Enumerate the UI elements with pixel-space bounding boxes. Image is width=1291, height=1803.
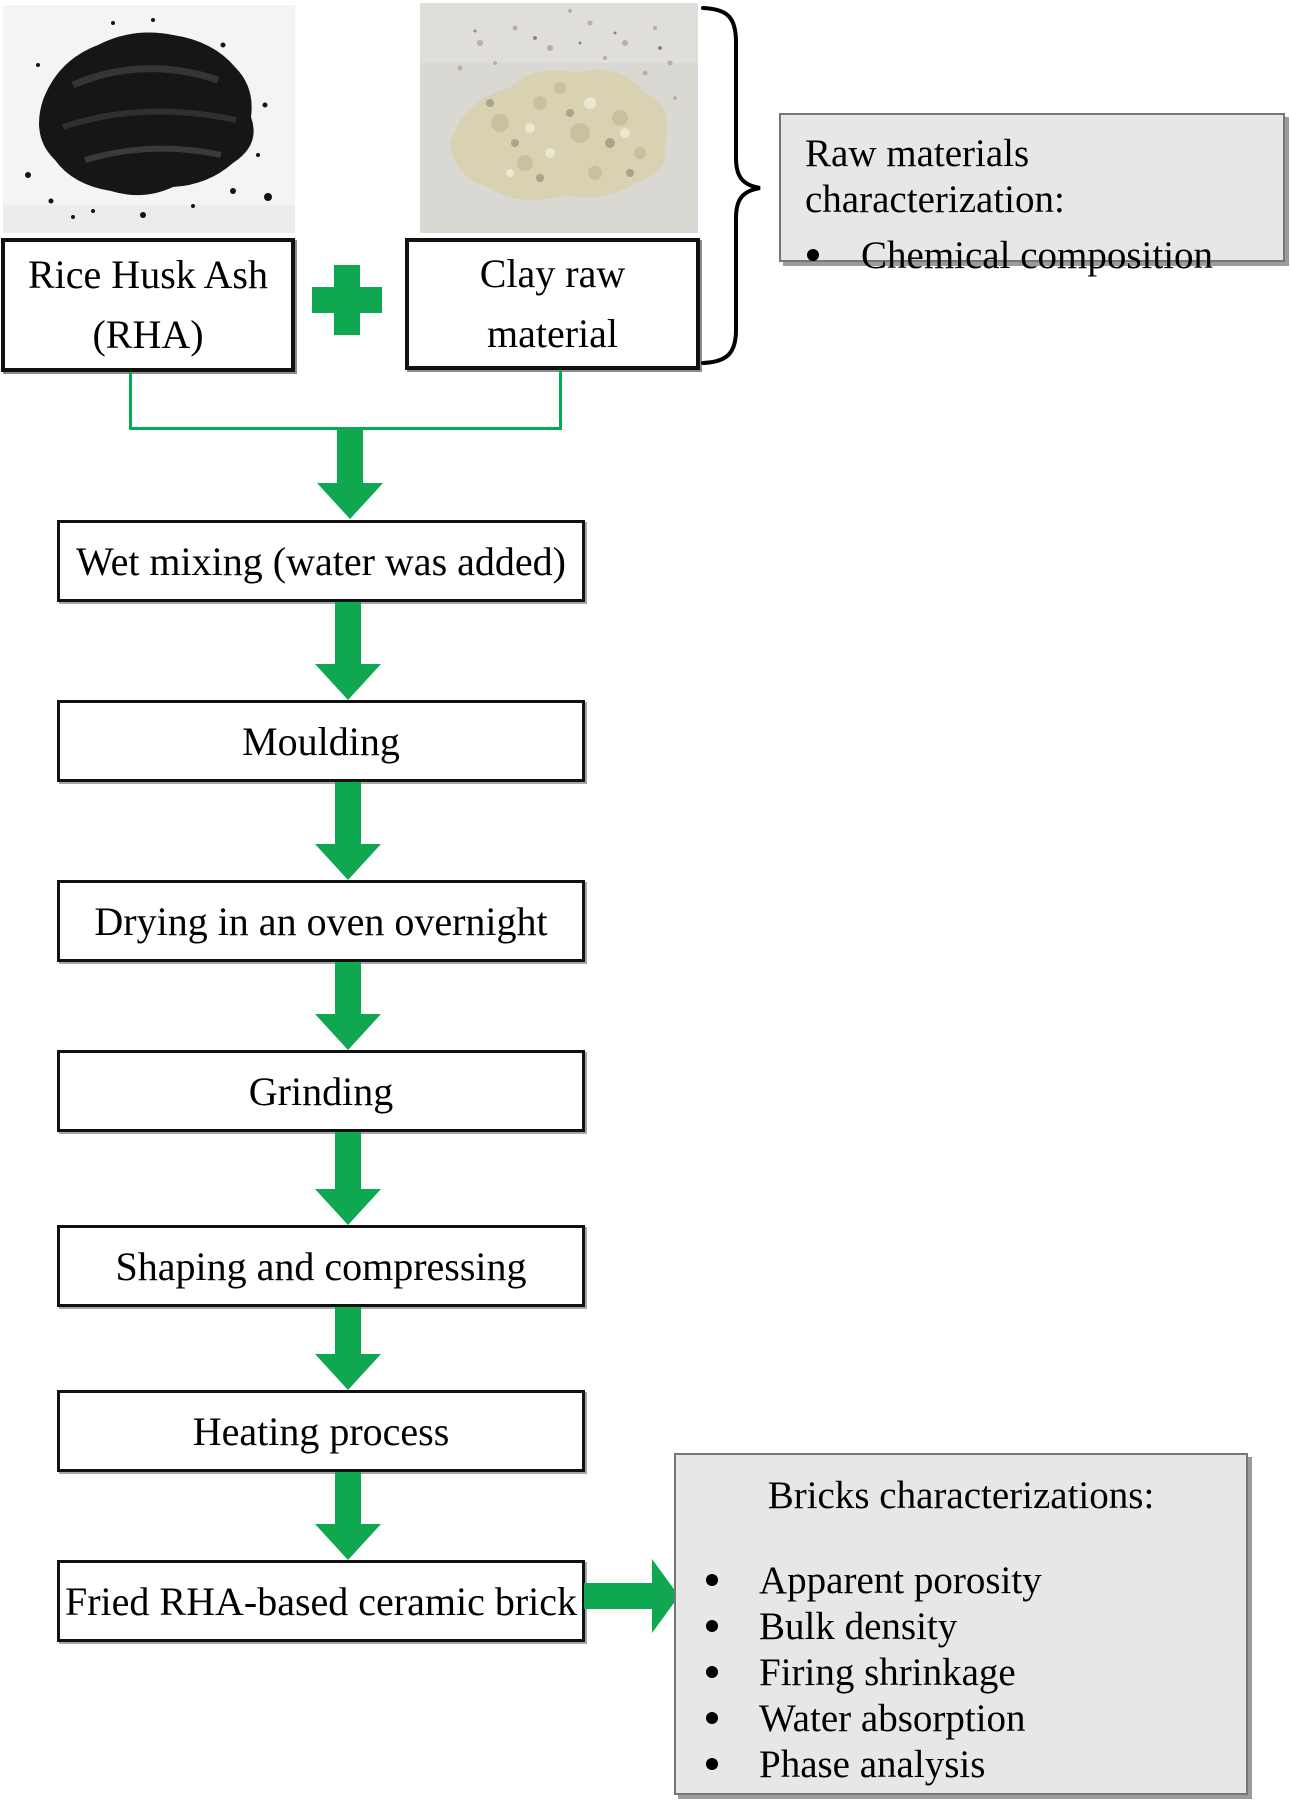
bullet-item: Apparent porosity: [706, 1557, 1246, 1603]
process-step-box: Wet mixing (water was added): [57, 520, 585, 602]
clay-connector-line: [559, 370, 562, 428]
bricks-characterization-panel: Bricks characterizations: Apparent poros…: [674, 1453, 1248, 1795]
bullet-dot-icon: [807, 249, 819, 261]
bullet-dot-icon: [706, 1712, 718, 1724]
process-step-label: Fried RHA-based ceramic brick: [64, 1578, 578, 1624]
rha-label-line1: Rice Husk Ash: [28, 252, 268, 297]
clay-label-line2: material: [486, 311, 619, 356]
process-step-label: Grinding: [248, 1068, 394, 1114]
bullet-label: Firing shrinkage: [759, 1650, 1016, 1694]
down-arrow-icon: [315, 1472, 381, 1560]
process-step-box: Shaping and compressing: [57, 1225, 585, 1307]
process-step-label: Moulding: [242, 718, 400, 764]
clay-photo: [420, 3, 698, 233]
process-step-box: Moulding: [57, 700, 585, 782]
bullet-dot-icon: [706, 1758, 718, 1770]
rha-label-line2: (RHA): [92, 312, 204, 357]
process-step-label: Drying in an oven overnight: [94, 898, 548, 944]
rha-photo: [3, 5, 295, 233]
bullet-item: Chemical composition: [807, 231, 1283, 279]
process-step-box: Grinding: [57, 1050, 585, 1132]
down-arrow-icon: [315, 782, 381, 880]
down-arrow-icon: [315, 1132, 381, 1225]
bullet-item: Firing shrinkage: [706, 1649, 1246, 1695]
process-step-label: Wet mixing (water was added): [76, 538, 566, 584]
bullet-dot-icon: [706, 1666, 718, 1678]
raw-characterization-title: Raw materials characterization:: [805, 132, 1065, 221]
clay-label-line1: Clay raw: [479, 251, 626, 296]
bullet-item: Phase analysis: [706, 1741, 1246, 1787]
rha-label-box: Rice Husk Ash (RHA): [1, 238, 295, 372]
brace-connector-icon: [701, 6, 761, 365]
process-step-box: Drying in an oven overnight: [57, 880, 585, 962]
raw-characterization-bullets: Chemical composition: [781, 231, 1283, 279]
bullet-label: Apparent porosity: [759, 1558, 1042, 1602]
bullet-item: Water absorption: [706, 1695, 1246, 1741]
clay-label-box: Clay raw material: [405, 238, 700, 370]
down-arrow-icon: [315, 1307, 381, 1390]
down-arrow-icon: [315, 962, 381, 1050]
bullet-label: Bulk density: [759, 1604, 958, 1648]
process-step-box: Heating process: [57, 1390, 585, 1472]
bricks-characterization-title: Bricks characterizations:: [767, 1474, 1155, 1517]
process-step-box: Fried RHA-based ceramic brick: [57, 1560, 585, 1642]
bullet-label: Phase analysis: [759, 1742, 986, 1786]
bullet-dot-icon: [706, 1574, 718, 1586]
down-arrow-icon: [317, 427, 383, 519]
down-arrow-icon: [315, 602, 381, 700]
plus-icon: [312, 265, 382, 335]
rha-connector-line: [129, 372, 132, 428]
process-step-label: Shaping and compressing: [115, 1243, 527, 1289]
bullet-dot-icon: [706, 1620, 718, 1632]
bullet-item: Bulk density: [706, 1603, 1246, 1649]
bullet-label: Chemical composition: [861, 233, 1214, 277]
right-arrow-icon: [584, 1559, 679, 1633]
bullet-label: Water absorption: [759, 1696, 1026, 1740]
raw-characterization-panel: Raw materials characterization: Chemical…: [779, 113, 1285, 277]
process-step-label: Heating process: [192, 1408, 450, 1454]
